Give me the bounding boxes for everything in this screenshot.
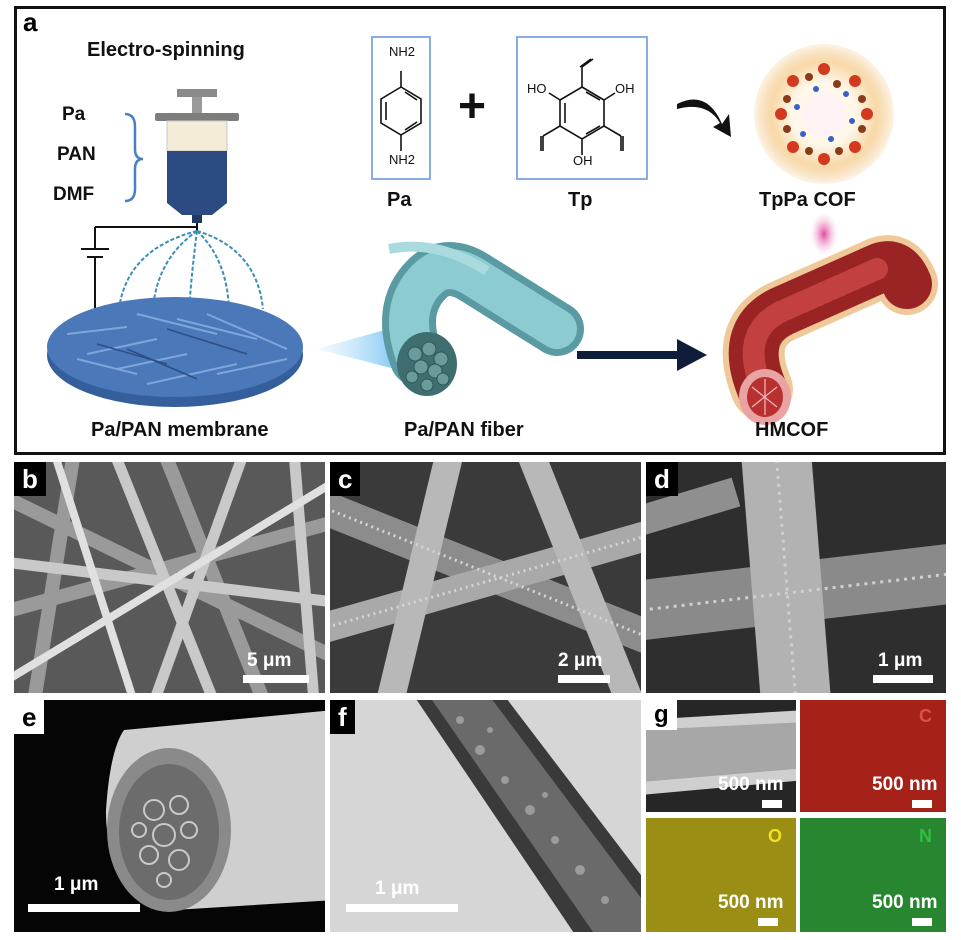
panel-f-letter: f <box>330 700 355 734</box>
eds-scale-1-label: 500 nm <box>718 774 784 795</box>
sem-image-b: b 5 μm <box>14 462 325 693</box>
eds-element-n: N <box>919 826 932 846</box>
component-pa: Pa <box>62 104 86 125</box>
eds-map-nitrogen: N 500 nm <box>800 818 946 932</box>
plus-sign: + <box>458 80 487 133</box>
pa-nh2-top: NH2 <box>389 44 416 59</box>
pa-nh2-bottom: NH2 <box>389 152 416 167</box>
pa-label: Pa <box>387 189 412 211</box>
electrospinning-setup <box>47 36 938 425</box>
tppa-cof-icon <box>754 44 894 184</box>
membrane-icon <box>47 297 303 407</box>
scale-d-label: 1 μm <box>878 650 923 671</box>
schematic-panel: a Electro-spinning Pa PAN DMF <box>14 6 946 455</box>
syringe-icon <box>155 89 239 223</box>
panel-c-letter: c <box>330 462 361 496</box>
scale-b-label: 5 μm <box>247 650 292 671</box>
scale-f-label: 1 μm <box>375 878 420 899</box>
scale-e-label: 1 μm <box>54 874 99 895</box>
tp-ho-label: HO <box>527 81 547 96</box>
reaction-arrow-icon <box>677 99 731 137</box>
eds-map-sem: g 500 nm <box>646 700 796 812</box>
eds-scale-1-bar <box>762 800 782 808</box>
eds-scale-2-label: 500 nm <box>872 774 938 795</box>
tem-image-f: f 1 μm <box>330 700 641 932</box>
scale-e-bar <box>28 904 140 912</box>
hmcof-fiber-icon <box>722 235 938 425</box>
eds-map-oxygen: O 500 nm <box>646 818 796 932</box>
scale-f-bar <box>346 904 458 912</box>
panel-b-letter: b <box>14 462 46 496</box>
tp-benzene-ring <box>540 58 624 155</box>
arrow-right-icon <box>577 339 707 371</box>
tp-oh-label: OH <box>615 81 635 96</box>
eds-scale-4-bar <box>912 918 932 926</box>
sem-image-d: d 1 μm <box>646 462 946 693</box>
sem-image-e: e 1 μm <box>14 700 325 932</box>
eds-scale-2-bar <box>912 800 932 808</box>
panel-g-letter: g <box>646 700 677 730</box>
scale-b-bar <box>243 675 309 683</box>
panel-a-letter: a <box>23 7 38 37</box>
eds-scale-4-label: 500 nm <box>872 892 938 913</box>
component-pan: PAN <box>57 144 96 165</box>
eds-scale-3-bar <box>758 918 778 926</box>
tp-structure-box <box>516 36 648 180</box>
tp-label: Tp <box>568 189 593 211</box>
tp-oh-bottom-label: OH <box>573 153 593 168</box>
fiber-label: Pa/PAN fiber <box>404 419 524 441</box>
pa-structure-box <box>371 36 431 180</box>
eds-element-c: C <box>919 706 932 726</box>
pa-benzene-ring <box>380 71 422 151</box>
scale-c-bar <box>558 675 610 683</box>
panel-e-letter: e <box>14 700 45 734</box>
hmcof-label: HMCOF <box>755 419 829 441</box>
sem-image-c: c 2 μm <box>330 462 641 693</box>
tppa-cof-label: TpPa COF <box>759 189 856 211</box>
component-dmf: DMF <box>53 184 95 205</box>
membrane-label: Pa/PAN membrane <box>91 419 269 441</box>
eds-map-carbon: C 500 nm <box>800 700 946 812</box>
eds-scale-3-label: 500 nm <box>718 892 784 913</box>
electrospinning-title: Electro-spinning <box>87 39 245 61</box>
scale-c-label: 2 μm <box>558 650 603 671</box>
pa-pan-fiber-icon <box>382 241 584 396</box>
scale-d-bar <box>873 675 933 683</box>
eds-element-o: O <box>768 826 783 846</box>
panel-d-letter: d <box>646 462 678 496</box>
